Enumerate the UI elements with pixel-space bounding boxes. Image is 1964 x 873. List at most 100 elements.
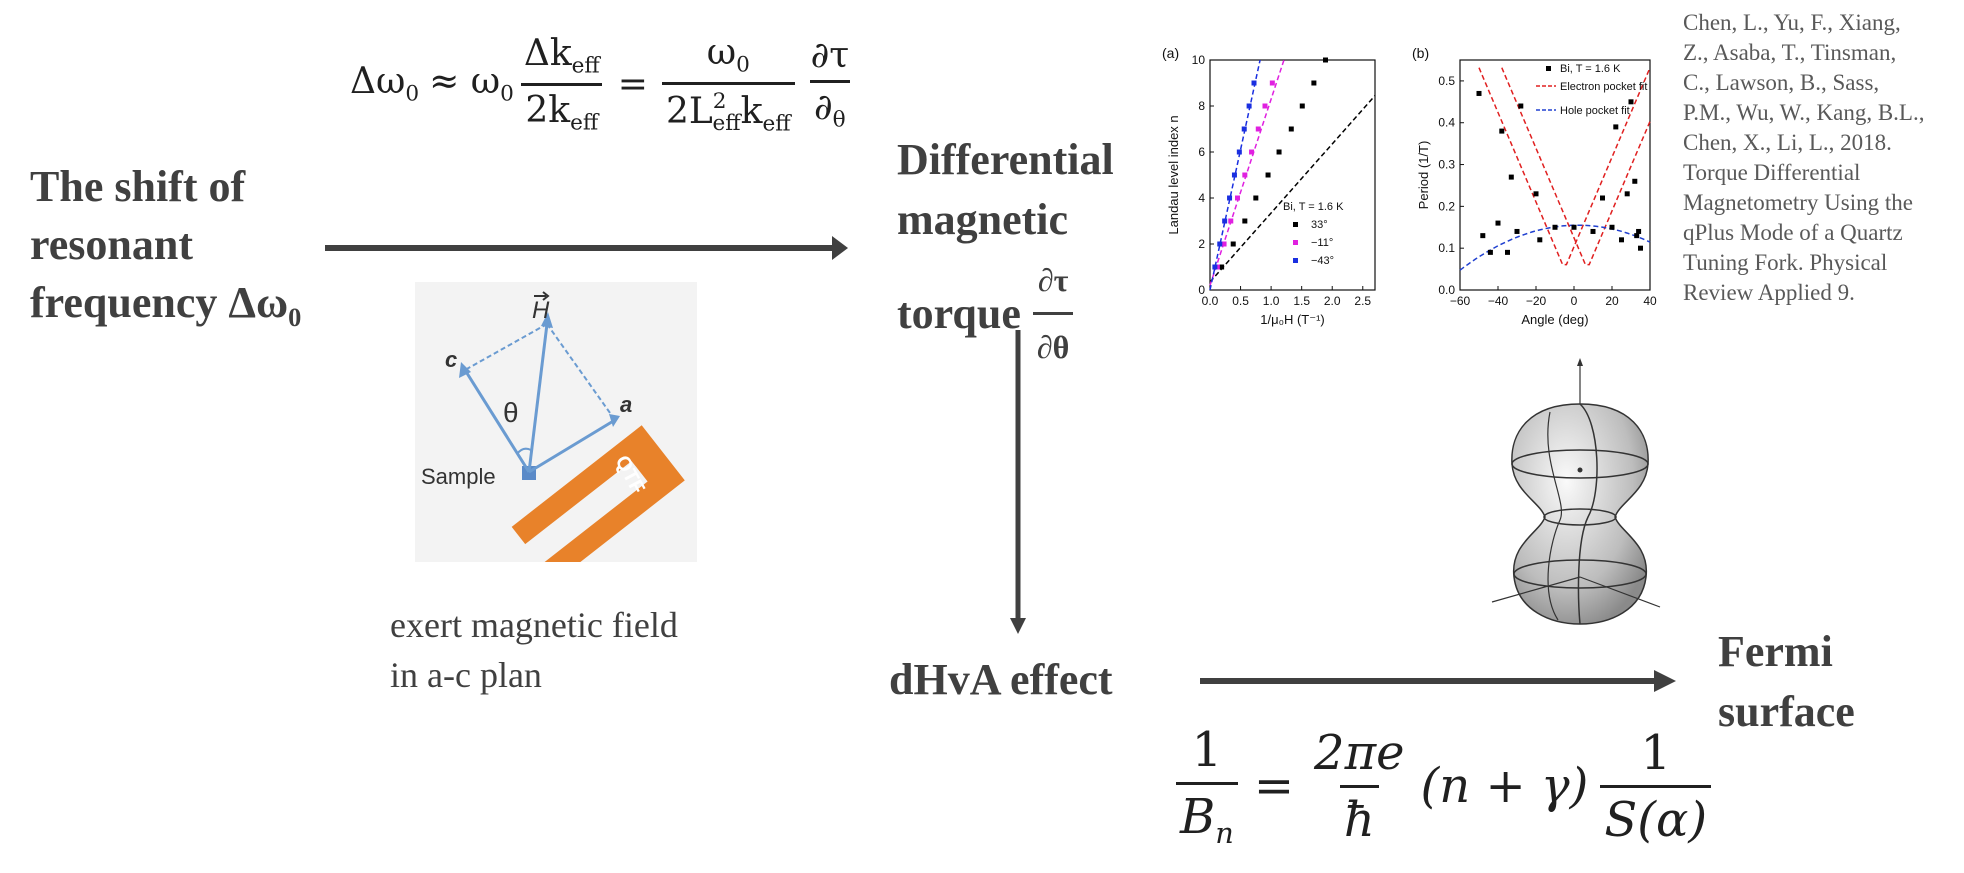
x-tick-label: 0.5 xyxy=(1232,294,1249,308)
data-point xyxy=(1241,126,1247,132)
y-tick-label: 0 xyxy=(1198,283,1205,297)
projection-a xyxy=(546,323,616,421)
c-vector xyxy=(463,369,531,473)
x-tick-label: 20 xyxy=(1605,294,1619,308)
y-tick-label: 0.1 xyxy=(1438,241,1455,255)
x-tick-label: −40 xyxy=(1488,294,1509,308)
frequency-shift-equation: Δω0 ≈ ω0 Δkeff 2keff = ω0 2L2effkeff ∂τ … xyxy=(350,32,859,136)
data-point xyxy=(1242,218,1248,224)
fermi-meridian xyxy=(1577,403,1598,625)
resonant-frequency-label: The shift of resonant frequency Δω0 xyxy=(30,162,302,333)
data-point xyxy=(1480,233,1486,239)
reference-line: Chen, L., Yu, F., Xiang, xyxy=(1683,10,1901,35)
a-vector xyxy=(528,418,616,474)
data-point xyxy=(1571,224,1577,230)
legend-entry: Electron pocket fit xyxy=(1560,81,1647,93)
data-point xyxy=(1249,149,1255,155)
fraction-delta-k: Δkeff 2keff xyxy=(520,33,604,135)
data-point xyxy=(1221,241,1227,247)
reference-citation: Chen, L., Yu, F., Xiang, Z., Asaba, T., … xyxy=(1683,8,1924,308)
data-point xyxy=(1269,80,1275,86)
ky-axis xyxy=(1579,576,1661,608)
data-point xyxy=(1219,264,1225,270)
legend-entry: −11° xyxy=(1311,237,1333,249)
arrow-to-dhva-head xyxy=(1010,618,1026,634)
sample-label: Sample xyxy=(421,464,496,489)
x-tick-label: 2.5 xyxy=(1354,294,1371,308)
y-tick-label: 0.4 xyxy=(1438,116,1455,130)
data-point xyxy=(1636,228,1642,234)
reference-line: Review Applied 9. xyxy=(1683,280,1855,305)
data-point xyxy=(1537,237,1543,243)
y-axis-label: Period (1/T) xyxy=(1416,141,1431,210)
fermi-neck-orbit xyxy=(1543,508,1617,526)
plot-frame xyxy=(1459,59,1651,291)
qtf-diagram: QTF H c a θ Sample xyxy=(415,282,697,562)
x-tick-label: 1.5 xyxy=(1293,294,1310,308)
fermi-surface-illustration xyxy=(1491,358,1661,625)
data-point xyxy=(1311,80,1317,86)
legend-marker xyxy=(1293,240,1298,245)
kx-axis xyxy=(1491,576,1581,603)
data-point xyxy=(1518,103,1524,109)
data-point xyxy=(1251,80,1257,86)
data-point xyxy=(1613,124,1619,130)
fraction-omega: ω0 2L2effkeff xyxy=(661,32,795,136)
y-tick-label: 0.2 xyxy=(1438,199,1455,213)
legend-marker xyxy=(1293,222,1298,227)
data-point xyxy=(1505,249,1510,255)
data-point xyxy=(1499,128,1505,134)
a-label: a xyxy=(620,392,632,417)
data-point xyxy=(1624,191,1630,197)
data-point xyxy=(1619,237,1624,243)
legend-entry: Hole pocket fit xyxy=(1560,105,1630,117)
legend-title: Bi, T = 1.6 K xyxy=(1283,201,1344,213)
data-point xyxy=(1609,224,1615,230)
fit-line xyxy=(1209,95,1376,283)
data-point xyxy=(1228,218,1234,224)
theta-label: θ xyxy=(503,397,519,428)
data-point xyxy=(1533,191,1539,197)
x-axis-label: Angle (deg) xyxy=(1521,312,1588,327)
reference-line: Torque Differential xyxy=(1683,160,1861,185)
data-point xyxy=(1628,99,1634,105)
data-point xyxy=(1255,126,1261,132)
legend-entry: 33° xyxy=(1311,219,1328,231)
h-label: H xyxy=(532,297,550,324)
x-tick-label: −20 xyxy=(1526,294,1547,308)
c-label: c xyxy=(445,347,457,372)
x-axis-label: 1/μ₀H (T⁻¹) xyxy=(1260,312,1325,327)
data-point xyxy=(1638,245,1643,251)
data-point xyxy=(1276,149,1282,155)
plot-frame xyxy=(1209,59,1376,291)
differential-torque-label: Differential magnetic torque ∂τ ∂θ xyxy=(897,130,1114,377)
data-point xyxy=(1236,149,1242,155)
fermi-surface-label: Fermi surface xyxy=(1718,627,1855,736)
reference-line: Tuning Fork. Physical xyxy=(1683,250,1888,275)
reference-line: Magnetometry Using the xyxy=(1683,190,1913,215)
x-tick-label: 0.0 xyxy=(1202,294,1219,308)
legend-marker xyxy=(1546,66,1551,71)
data-point xyxy=(1632,178,1638,184)
panel-label: (b) xyxy=(1412,45,1429,61)
diagram-caption: exert magnetic field in a-c plan xyxy=(390,605,678,695)
fraction-torque-derivative: ∂τ ∂θ xyxy=(810,35,850,133)
data-point xyxy=(1634,233,1640,239)
data-point xyxy=(1508,174,1514,180)
y-tick-label: 2 xyxy=(1198,237,1205,251)
fit-line xyxy=(1209,59,1261,291)
data-point xyxy=(1265,172,1271,178)
electron-fit-curve xyxy=(1478,67,1651,266)
reference-line: Z., Asaba, T., Tinsman, xyxy=(1683,40,1897,65)
data-point xyxy=(1590,228,1596,234)
data-point xyxy=(1230,241,1236,247)
data-point xyxy=(1217,241,1223,247)
data-point xyxy=(1552,224,1558,230)
legend-marker xyxy=(1293,258,1298,263)
x-tick-label: 40 xyxy=(1643,294,1657,308)
arrow-to-fermi-head xyxy=(1654,670,1676,692)
data-point xyxy=(1262,103,1268,109)
